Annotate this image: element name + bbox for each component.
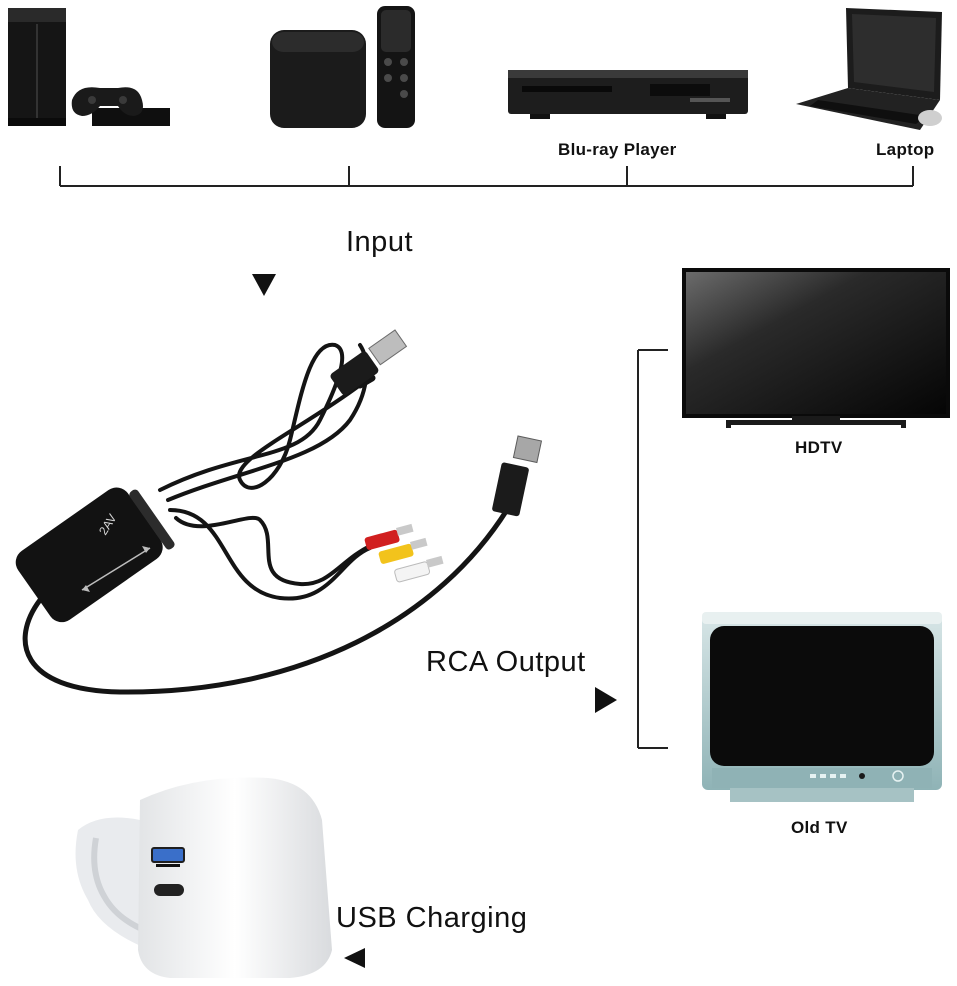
old-tv-label: Old TV [791,818,848,837]
hdtv-label: HDTV [795,438,843,457]
rca-plugs-icon [364,523,444,583]
usb-wall-charger-icon [75,777,332,978]
hdmi-plug-icon [492,435,543,517]
apple-tv-box-icon [270,30,366,128]
usb-charging-arrow-icon [344,948,365,968]
hdtv-icon [682,268,950,428]
adapter-housing [15,487,175,623]
sources-bracket [59,166,914,187]
input-label: Input [346,226,413,258]
rca-output-arrow-icon [595,687,617,713]
playstation-console-icon [8,8,170,126]
input-arrow-icon [252,274,276,296]
rca-output-label: RCA Output [426,646,586,678]
apple-tv-remote-icon [377,6,415,128]
old-tv-icon [702,612,942,802]
usb-charging-label: USB Charging [336,902,528,934]
bluray-player-icon [508,70,748,119]
bluray-player-label: Blu-ray Player [558,140,677,159]
outputs-bracket [637,349,668,749]
laptop-label: Laptop [876,140,935,159]
laptop-icon [796,8,942,130]
usb-plug-icon [330,329,408,395]
